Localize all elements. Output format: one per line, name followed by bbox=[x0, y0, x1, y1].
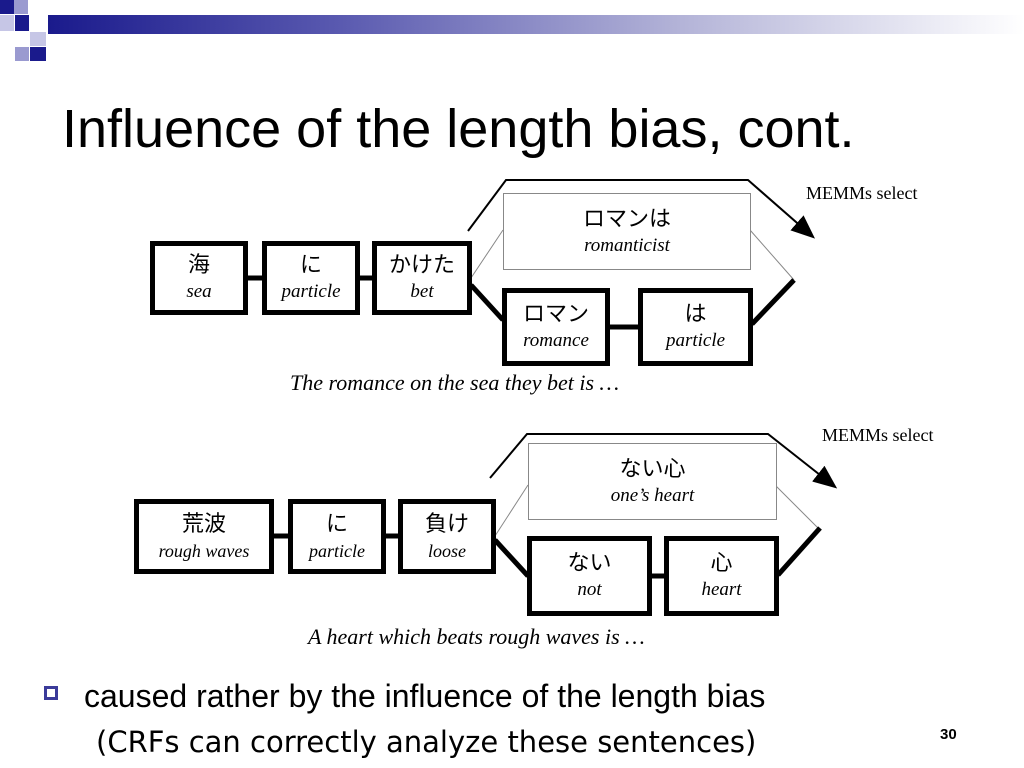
example2-memm-note: MEMMs select bbox=[822, 425, 934, 445]
bullet-subtext: (CRFs can correctly analyze these senten… bbox=[96, 725, 757, 759]
node-japanese: 負け bbox=[424, 511, 469, 537]
node-gloss: particle bbox=[309, 540, 365, 561]
node-japanese: ロマン bbox=[522, 302, 589, 327]
example1-caption: The romance on the sea they bet is … bbox=[290, 370, 620, 395]
example1-node-sea: 海 sea bbox=[150, 241, 248, 315]
node-japanese: に bbox=[299, 253, 322, 278]
example1-node-romance: ロマン romance bbox=[502, 288, 610, 366]
example1-node-bet: かけた bet bbox=[372, 241, 472, 315]
node-japanese: かけた bbox=[388, 253, 455, 278]
example1-connectors bbox=[248, 179, 816, 330]
node-gloss: romance bbox=[523, 330, 589, 351]
node-gloss: particle bbox=[665, 330, 726, 351]
node-japanese: 荒波 bbox=[181, 511, 226, 537]
node-japanese: ない心 bbox=[619, 456, 686, 482]
example2-node-heart: 心 heart bbox=[664, 536, 779, 616]
node-japanese: 心 bbox=[710, 551, 733, 576]
node-gloss: sea bbox=[186, 281, 212, 302]
node-gloss: particle bbox=[281, 281, 341, 302]
example2-caption: A heart which beats rough waves is … bbox=[308, 624, 645, 649]
node-japanese: は bbox=[684, 302, 707, 327]
example2-node-particle: に particle bbox=[288, 499, 386, 574]
header-gradient-bar bbox=[48, 15, 1024, 34]
page-number: 30 bbox=[940, 726, 957, 743]
example2-node-rough-waves: 荒波 rough waves bbox=[134, 499, 274, 574]
node-japanese: に bbox=[325, 511, 348, 537]
node-gloss: romanticist bbox=[584, 234, 670, 256]
node-gloss: loose bbox=[428, 540, 466, 561]
node-gloss: rough waves bbox=[158, 540, 250, 561]
example2-long-path-node: ない心 one’s heart bbox=[528, 443, 777, 520]
example2-node-loose: 負け loose bbox=[398, 499, 496, 574]
example1-node-particle: に particle bbox=[262, 241, 360, 315]
square-bullet-icon bbox=[44, 686, 58, 700]
node-gloss: heart bbox=[701, 579, 742, 600]
example2-node-not: ない not bbox=[527, 536, 652, 616]
bullet-text: caused rather by the influence of the le… bbox=[84, 678, 766, 714]
example1-node-wa-particle: は particle bbox=[638, 288, 753, 366]
node-gloss: not bbox=[577, 579, 602, 600]
slide-title: Influence of the length bias, cont. bbox=[62, 99, 855, 159]
node-gloss: bet bbox=[410, 281, 434, 302]
node-japanese: 海 bbox=[187, 253, 210, 278]
node-gloss: one’s heart bbox=[610, 484, 695, 506]
node-japanese: ロマンは bbox=[582, 206, 671, 232]
node-japanese: ない bbox=[567, 551, 612, 576]
example1-long-path-node: ロマンは romanticist bbox=[503, 193, 751, 270]
example1-memm-note: MEMMs select bbox=[806, 183, 918, 203]
